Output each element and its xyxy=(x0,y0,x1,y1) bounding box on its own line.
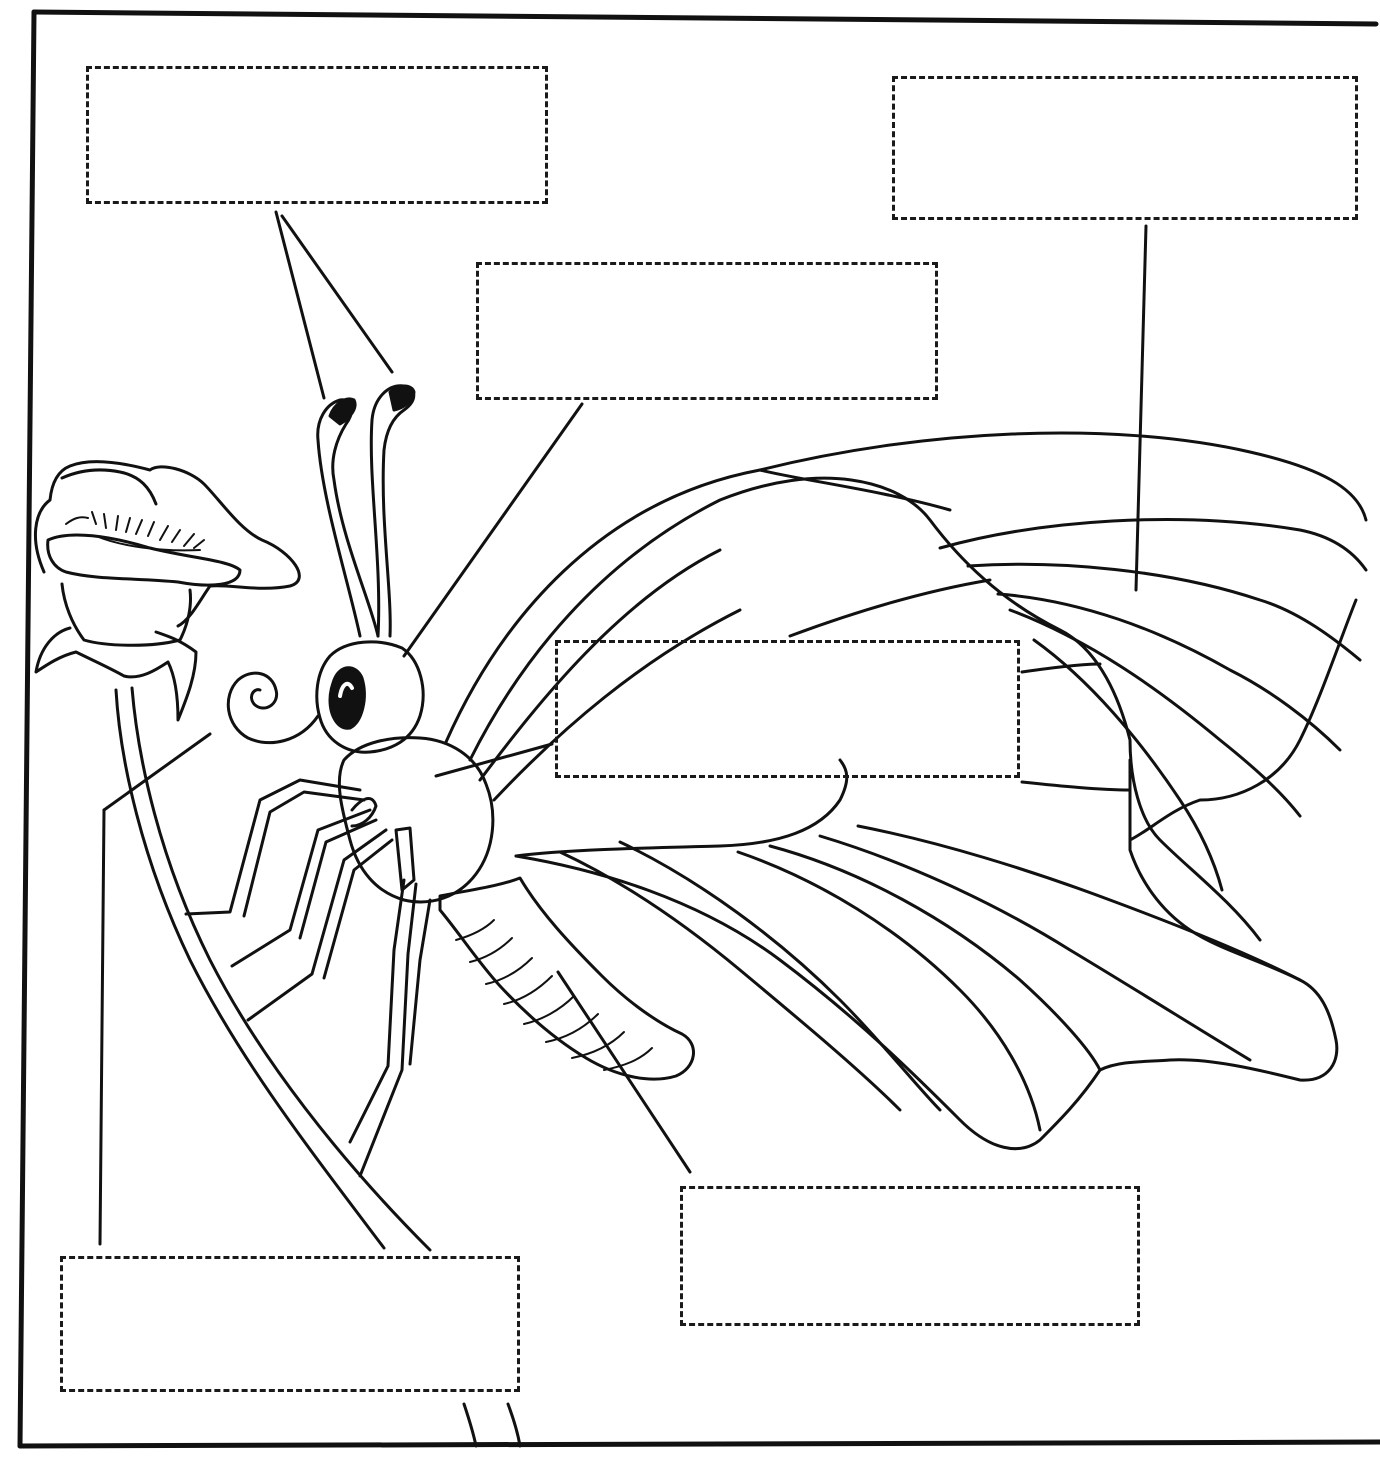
leader-wing xyxy=(1136,226,1146,590)
label-box-antennae[interactable] xyxy=(86,66,548,204)
label-box-legs[interactable] xyxy=(60,1256,520,1392)
label-box-thorax[interactable] xyxy=(555,640,1020,778)
leader-abdomen xyxy=(558,972,690,1172)
label-box-head[interactable] xyxy=(476,262,938,400)
label-box-wing[interactable] xyxy=(892,76,1358,220)
leader-legs-diagonal xyxy=(104,734,210,810)
antennae xyxy=(318,386,414,636)
leader-legs-vertical xyxy=(100,810,104,1244)
eye xyxy=(330,668,364,728)
butterfly-thorax xyxy=(339,738,493,902)
proboscis xyxy=(228,673,318,742)
flower xyxy=(35,462,299,720)
flower-stamens xyxy=(92,512,204,550)
butterfly-head xyxy=(317,642,423,752)
butterfly-legs xyxy=(186,780,430,1176)
label-box-abdomen[interactable] xyxy=(680,1186,1140,1326)
leader-head xyxy=(404,404,582,656)
